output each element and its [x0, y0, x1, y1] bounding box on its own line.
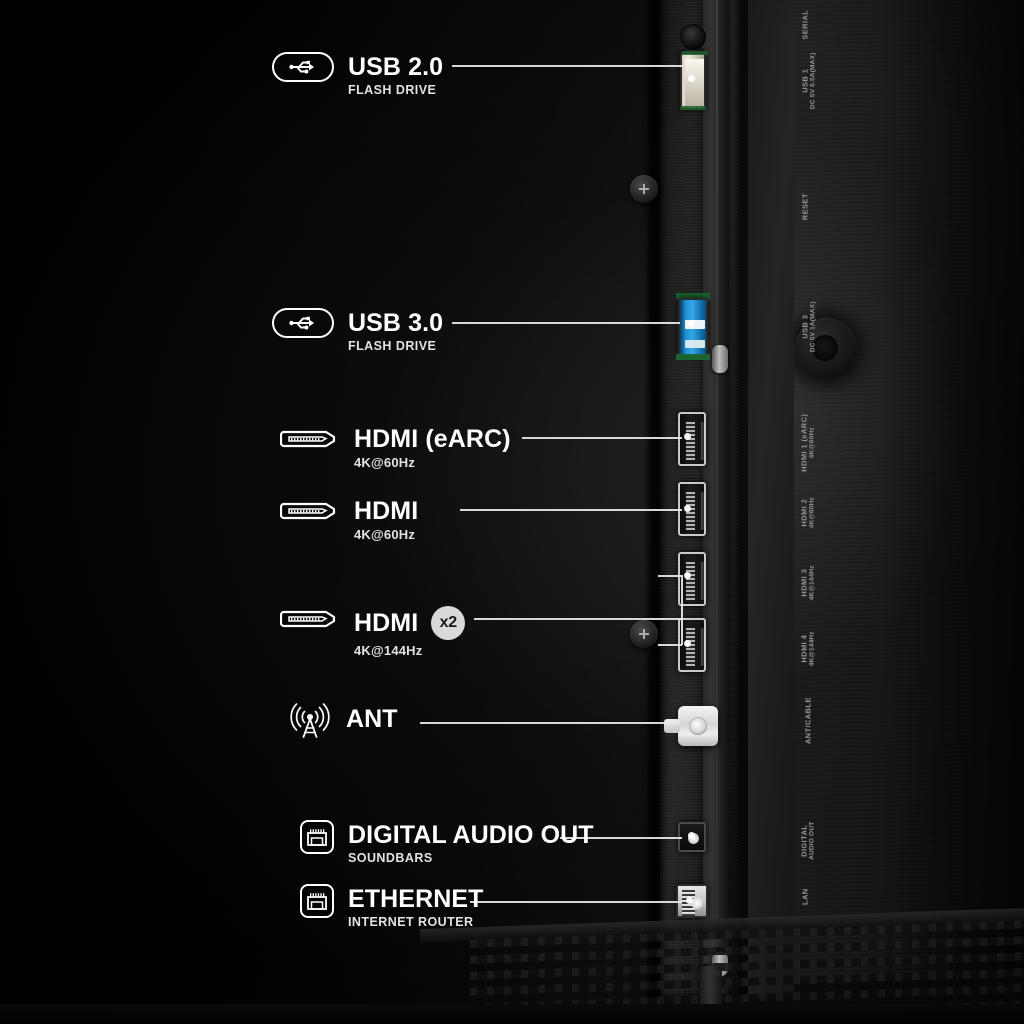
- callout-subtitle: INTERNET ROUTER: [348, 915, 474, 929]
- callout-subtitle: 4K@60Hz: [354, 527, 416, 542]
- callout-title-row: ANT: [346, 706, 398, 732]
- callout-title: HDMI: [354, 497, 419, 525]
- callout-title-row: USB 3.0: [348, 310, 443, 336]
- audio-jack-icon: [300, 820, 334, 854]
- leader-line-hdmi-earc: [522, 437, 682, 439]
- usb-icon: [272, 52, 334, 82]
- callout-title: USB 2.0: [348, 53, 444, 81]
- callout-icon-wrap: [278, 604, 340, 634]
- callout-title: USB 3.0: [348, 309, 444, 337]
- hdmi-icon: [278, 424, 340, 454]
- callout-hdmi-earc[interactable]: HDMI (eARC) 4K@60Hz: [278, 424, 511, 470]
- callout-title-row: DIGITAL AUDIO OUT: [348, 822, 594, 848]
- callout-subtitle: 4K@144Hz: [354, 643, 423, 658]
- leader-line-ant: [420, 722, 678, 724]
- callout-title: HDMI: [354, 609, 419, 637]
- leader-endpoint-dot: [684, 572, 691, 579]
- callout-text: HDMI 4K@60Hz: [354, 496, 418, 542]
- callout-icon-wrap: [288, 698, 332, 742]
- callout-icon-wrap: [300, 884, 334, 918]
- callout-hdmi-x2[interactable]: HDMI x2 4K@144Hz: [278, 604, 466, 658]
- callout-icon-wrap: [278, 496, 340, 526]
- leader-endpoint-dot: [688, 320, 695, 327]
- leader-endpoint-dot: [684, 640, 691, 647]
- callout-icon-wrap: [278, 424, 340, 454]
- usb-icon: [272, 308, 334, 338]
- leader-endpoint-dot: [684, 505, 691, 512]
- callout-text: USB 2.0 FLASH DRIVE: [348, 52, 443, 97]
- callout-digital-audio-out[interactable]: DIGITAL AUDIO OUT SOUNDBARS: [300, 820, 594, 865]
- callout-title-row: HDMI (eARC): [354, 426, 511, 452]
- hdmi-icon: [278, 496, 340, 526]
- callout-title-row: HDMI x2: [354, 606, 466, 640]
- callout-title: ANT: [346, 705, 398, 733]
- callout-icon-wrap: [272, 308, 334, 338]
- callout-usb-2-0[interactable]: USB 2.0 FLASH DRIVE: [272, 52, 443, 97]
- leader-line-ethernet: [470, 901, 682, 903]
- leader-line-digital-audio-out: [560, 837, 682, 839]
- leader-line-hdmi-x2-main: [474, 618, 682, 620]
- callout-text: ETHERNET INTERNET ROUTER: [348, 884, 484, 929]
- callout-title: HDMI (eARC): [354, 425, 511, 453]
- leader-endpoint-dot: [688, 75, 695, 82]
- leader-line-usb-2-0: [452, 65, 684, 67]
- leader-endpoint-dot: [688, 832, 695, 839]
- leader-endpoint-dot: [684, 433, 691, 440]
- callout-text: USB 3.0 FLASH DRIVE: [348, 308, 443, 353]
- callout-ethernet[interactable]: ETHERNET INTERNET ROUTER: [300, 884, 484, 929]
- callout-title-row: HDMI: [354, 498, 418, 524]
- callout-title: DIGITAL AUDIO OUT: [348, 821, 594, 849]
- callout-text: DIGITAL AUDIO OUT SOUNDBARS: [348, 820, 594, 865]
- leader-line-hdmi-2: [460, 509, 682, 511]
- leader-line-hdmi-4-branch: [658, 644, 682, 646]
- callout-text: ANT: [346, 698, 398, 732]
- callout-hdmi-2[interactable]: HDMI 4K@60Hz: [278, 496, 418, 542]
- leader-line-hdmi-x2-riser: [681, 575, 683, 645]
- callout-subtitle: FLASH DRIVE: [348, 339, 437, 353]
- leader-endpoint-dot: [686, 897, 693, 904]
- callout-ant[interactable]: ANT: [288, 698, 398, 742]
- leader-line-hdmi-3-branch: [658, 575, 682, 577]
- callout-subtitle: FLASH DRIVE: [348, 83, 437, 97]
- callout-subtitle: 4K@60Hz: [354, 455, 416, 470]
- callout-text: HDMI (eARC) 4K@60Hz: [354, 424, 511, 470]
- leader-line-usb-3-0: [452, 322, 680, 324]
- callout-title: ETHERNET: [348, 885, 484, 913]
- callout-icon-wrap: [272, 52, 334, 82]
- callout-usb-3-0[interactable]: USB 3.0 FLASH DRIVE: [272, 308, 443, 353]
- callout-title-row: USB 2.0: [348, 54, 443, 80]
- antenna-tower-icon: [288, 698, 332, 742]
- callout-subtitle: SOUNDBARS: [348, 851, 433, 865]
- hdmi-icon: [278, 604, 340, 634]
- callout-text: HDMI x2 4K@144Hz: [354, 604, 466, 658]
- ethernet-icon: [300, 884, 334, 918]
- status-badge-quantity: x2: [431, 606, 466, 640]
- callout-title-row: ETHERNET: [348, 886, 484, 912]
- callout-icon-wrap: [300, 820, 334, 854]
